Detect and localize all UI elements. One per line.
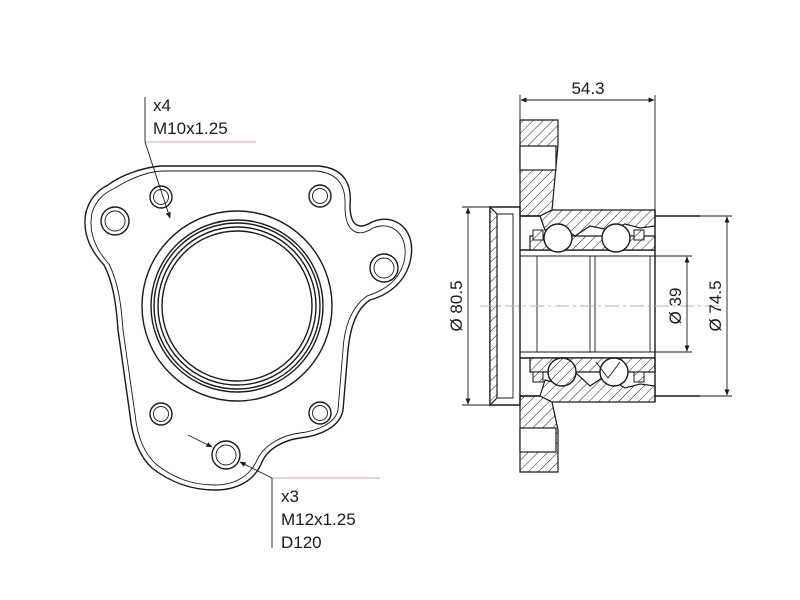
dim-width-label: 54.3 bbox=[571, 79, 604, 98]
ball-bottom-right bbox=[599, 357, 629, 387]
flange-outline bbox=[84, 165, 413, 491]
dim-outer-diameter-label: Ø 80.5 bbox=[447, 280, 466, 331]
flange-inner-outline bbox=[90, 170, 406, 486]
bolt-hole-top-left bbox=[149, 185, 173, 209]
ball-top-left bbox=[543, 223, 573, 253]
callout-lower-pcd: D120 bbox=[281, 533, 322, 552]
mount-hole-left bbox=[100, 206, 130, 236]
dim-bore-diameter bbox=[655, 255, 692, 353]
seal-bottom-left bbox=[532, 371, 544, 383]
seal-bottom-right bbox=[633, 371, 645, 383]
ball-bottom-left bbox=[547, 357, 577, 387]
hub-bore-outer bbox=[157, 226, 317, 386]
bolt-hole-top-right bbox=[308, 184, 332, 208]
mount-hole-right bbox=[369, 253, 399, 283]
mount-hole-bottom bbox=[211, 440, 241, 470]
callout-lower-count: x3 bbox=[281, 487, 299, 506]
dim-width bbox=[519, 95, 656, 210]
front-view: x4 M10x1.25 x3 M12x1.25 D120 bbox=[84, 96, 413, 552]
hub-ring-mid bbox=[153, 222, 321, 390]
section-view: 54.3 Ø 80.5 Ø 39 Ø 74.5 bbox=[447, 79, 732, 473]
bolt-hole-bottom-left bbox=[149, 402, 173, 426]
callout-upper-count: x4 bbox=[153, 96, 171, 115]
bolt-holes-m12 bbox=[100, 206, 399, 470]
hub-outer-circle bbox=[141, 210, 333, 402]
hub-ring-outer bbox=[150, 219, 324, 393]
callout-upper-thread: M10x1.25 bbox=[153, 119, 228, 138]
dim-bore-diameter-label: Ø 39 bbox=[666, 288, 685, 325]
dim-outer-diameter bbox=[462, 206, 490, 406]
dim-body-diameter bbox=[700, 215, 732, 397]
callout-upper-leader bbox=[144, 97, 256, 219]
bolt-hole-bottom-right bbox=[308, 401, 332, 425]
flange-slot-top bbox=[519, 145, 557, 171]
hub-bore-inner bbox=[161, 230, 313, 382]
callout-lower-leader bbox=[187, 434, 380, 548]
seal-top-left bbox=[532, 229, 544, 241]
dim-body-diameter-label: Ø 74.5 bbox=[706, 280, 725, 331]
bolt-holes-m10 bbox=[149, 184, 332, 426]
ball-top-right bbox=[601, 223, 631, 253]
callout-lower-thread: M12x1.25 bbox=[281, 510, 356, 529]
seal-top-right bbox=[633, 229, 645, 241]
flange-slot-bottom bbox=[519, 427, 557, 453]
